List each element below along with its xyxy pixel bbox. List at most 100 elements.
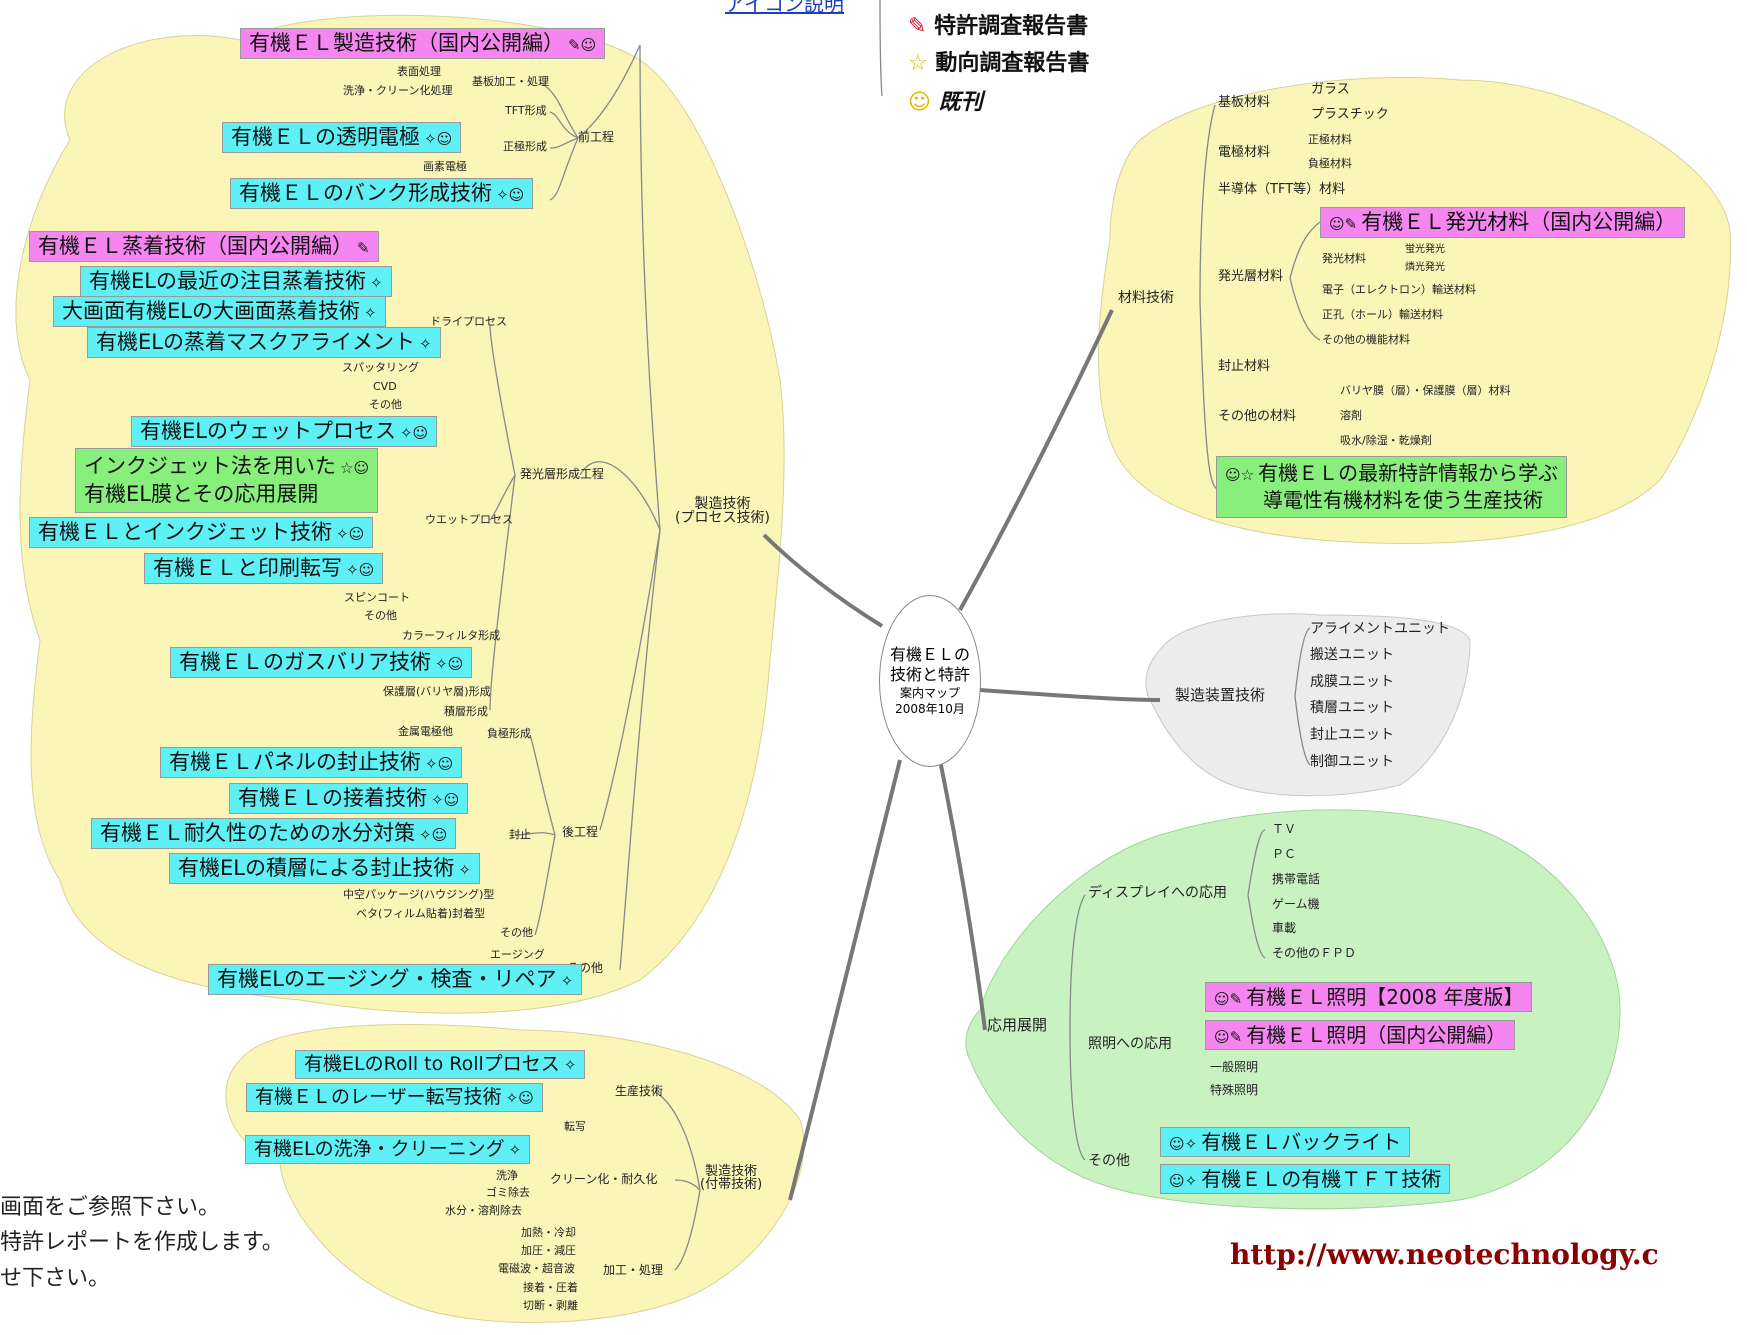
report-gas-barrier[interactable]: 有機ＥＬのガスバリア技術✧☺ xyxy=(170,647,473,679)
star-icon: ☆☺ xyxy=(340,459,370,477)
node-vehicle: 車載 xyxy=(1272,921,1297,935)
node-protect-layer: 保護層(バリヤ層)形成 xyxy=(383,685,491,698)
report-organic-tft[interactable]: ☺✧有機ＥＬの有機ＴＦＴ技術 xyxy=(1160,1164,1451,1194)
node-alignment-unit: アライメントユニット xyxy=(1310,621,1450,637)
node-tft: TFT形成 xyxy=(505,104,547,117)
wand-icon: ✧ xyxy=(418,335,432,353)
report-vapor-mask[interactable]: 有機ELの蒸着マスクアライメント✧ xyxy=(87,327,441,359)
spoke-application xyxy=(938,759,987,1031)
report-inkjet[interactable]: 有機ＥＬとインクジェット技術✧☺ xyxy=(29,517,374,549)
node-pc: ＰＣ xyxy=(1272,847,1297,861)
material-cloud xyxy=(1097,77,1731,544)
node-hole-transport: 正孔（ホール）輸送材料 xyxy=(1322,308,1443,321)
report-backlight[interactable]: ☺✧有機ＥＬバックライト xyxy=(1160,1127,1411,1157)
node-film-unit: 成膜ユニット xyxy=(1310,674,1394,690)
node-anode-material: 正極材料 xyxy=(1308,133,1352,146)
node-bond: 接着・圧着 xyxy=(523,1281,578,1294)
report-inkjet-application[interactable]: インクジェット法を用いた☆☺有機EL膜とその応用展開 xyxy=(75,448,379,513)
node-absorbent: 吸水/除湿・乾燥剤 xyxy=(1340,434,1432,447)
node-pre-process: 前工程 xyxy=(578,130,615,144)
node-seal: 封止 xyxy=(509,828,531,841)
node-sputter: スパッタリング xyxy=(342,361,419,374)
center-node: 有機ＥＬの 技術と特許 案内マップ 2008年10月 xyxy=(879,595,981,767)
report-print-transfer[interactable]: 有機ＥＬと印刷転写✧☺ xyxy=(144,553,384,585)
spoke-material xyxy=(958,309,1114,611)
node-control-unit: 制御ユニット xyxy=(1310,754,1394,770)
smile-icon: ☺✧ xyxy=(1169,1135,1198,1153)
application-root: 応用展開 xyxy=(987,1016,1048,1034)
node-fluorescent: 蛍光発光 xyxy=(1405,244,1445,255)
report-lighting-2008[interactable]: ☺✎有機ＥＬ照明【2008 年度版】 xyxy=(1205,982,1533,1012)
report-large-vapor[interactable]: 大画面有機ELの大画面蒸着技術✧ xyxy=(53,296,386,328)
node-stack-unit: 積層ユニット xyxy=(1310,700,1394,716)
node-other-app: その他 xyxy=(1088,1153,1130,1169)
smile-icon: ☺✎ xyxy=(1214,990,1243,1008)
report-panel-seal[interactable]: 有機ＥＬパネルの封止技術✧☺ xyxy=(160,747,463,779)
node-other-dry: その他 xyxy=(369,398,402,411)
smile-icon: ☺✎ xyxy=(1214,1028,1243,1046)
node-color-filter: カラーフィルタ形成 xyxy=(402,629,501,642)
equipment-cloud xyxy=(1145,613,1471,797)
report-transparent-electrode[interactable]: 有機ＥＬの透明電極✧☺ xyxy=(222,122,462,154)
node-surface: 表面処理 xyxy=(397,65,441,78)
node-seal-material: 封止材料 xyxy=(1218,359,1271,374)
wand-icon: ✧☺ xyxy=(431,791,460,809)
center-line4: 2008年10月 xyxy=(895,701,965,716)
site-url-link[interactable]: http://www.neotechnology.c xyxy=(1230,1238,1659,1271)
wand-icon: ✧☺ xyxy=(346,561,375,579)
report-cleaning[interactable]: 有機ELの洗浄・クリーニング✧ xyxy=(245,1135,531,1164)
spoke-process xyxy=(762,533,884,628)
node-anode: 正極形成 xyxy=(503,140,547,153)
report-layer-seal[interactable]: 有機ELの積層による封止技術✧ xyxy=(169,853,480,885)
report-laser-transfer[interactable]: 有機ＥＬのレーザー転写技術✧☺ xyxy=(246,1083,543,1112)
report-recent-vapor[interactable]: 有機ELの最近の注目蒸着技術✧ xyxy=(80,266,392,298)
node-wash: 洗浄 xyxy=(496,1169,518,1182)
equipment-root: 製造装置技術 xyxy=(1175,686,1266,704)
report-vapor-domestic[interactable]: 有機ＥＬ蒸着技術（国内公開編）✎ xyxy=(29,231,379,263)
node-spincoat: スピンコート xyxy=(344,591,410,604)
pen-icon: ✎ xyxy=(908,14,927,39)
node-pixel-electrode: 画素電極 xyxy=(423,160,467,173)
center-line3: 案内マップ xyxy=(899,686,960,701)
report-lighting-domestic[interactable]: ☺✎有機ＥＬ照明（国内公開編） xyxy=(1205,1020,1516,1050)
node-other-fpd: その他のＦＰＤ xyxy=(1272,946,1357,960)
report-aging[interactable]: 有機ELのエージング・検査・リペア✧ xyxy=(208,964,583,996)
node-dry-process: ドライプロセス xyxy=(430,315,507,328)
wand-icon: ✧☺ xyxy=(505,1089,534,1107)
report-conductive[interactable]: ☺☆有機ＥＬの最新特許情報から学ぶ導電性有機材料を使う生産技術 xyxy=(1216,456,1568,518)
node-heat: 加熱・冷却 xyxy=(521,1226,576,1239)
node-cathode: 負極形成 xyxy=(487,727,531,740)
report-adhesive[interactable]: 有機ＥＬの接着技術✧☺ xyxy=(229,783,469,815)
node-stack: 積層形成 xyxy=(444,705,488,718)
node-emit-layer: 発光層形成工程 xyxy=(520,467,605,481)
process-root: 製造技術(プロセス技術) xyxy=(675,496,770,526)
node-electrode-material: 電極材料 xyxy=(1218,145,1271,160)
node-clean: クリーン化・耐久化 xyxy=(550,1172,658,1186)
footer-line3: せ下さい。 xyxy=(0,1266,111,1291)
spoke-equipment xyxy=(979,688,1161,702)
report-emit-domestic[interactable]: ☺✎有機ＥＬ発光材料（国内公開編） xyxy=(1320,207,1686,239)
node-functional: その他の機能材料 xyxy=(1322,333,1410,346)
node-general-lighting: 一般照明 xyxy=(1210,1060,1259,1074)
report-roll-to-roll[interactable]: 有機ELのRoll to Rollプロセス✧ xyxy=(295,1050,586,1079)
node-production: 生産技術 xyxy=(615,1084,664,1098)
node-solvent: 溶剤 xyxy=(1340,409,1362,422)
node-mobile: 携帯電話 xyxy=(1272,872,1321,886)
report-bank-formation[interactable]: 有機ＥＬのバンク形成技術✧☺ xyxy=(230,178,534,210)
node-semiconductor: 半導体（TFT等）材料 xyxy=(1218,182,1346,197)
center-line2: 技術と特許 xyxy=(889,665,970,685)
wand-icon: ✧☺ xyxy=(496,186,525,204)
node-processing: 加工・処理 xyxy=(603,1263,664,1277)
node-game: ゲーム機 xyxy=(1272,897,1320,911)
node-electron-transport: 電子（エレクトロン）輸送材料 xyxy=(1322,283,1476,296)
report-domestic-manufacturing[interactable]: 有機ＥＬ製造技術（国内公開編）✎☺ xyxy=(240,28,606,60)
node-display-app: ディスプレイへの応用 xyxy=(1088,885,1228,901)
report-wet-process[interactable]: 有機ELのウェットプロセス✧☺ xyxy=(131,416,438,448)
report-moisture[interactable]: 有機ＥＬ耐久性のための水分対策✧☺ xyxy=(91,818,457,850)
incidental-root: 製造技術(付帯技術) xyxy=(700,1164,763,1192)
legend-trend-report: ☆ 動向調査報告書 xyxy=(908,51,1090,76)
legend-title[interactable]: アイコン説明 xyxy=(725,0,844,16)
star-icon: ☆ xyxy=(908,51,928,76)
smile-icon: ☺☆ xyxy=(1225,466,1255,484)
center-line1: 有機ＥＬの xyxy=(889,644,970,664)
